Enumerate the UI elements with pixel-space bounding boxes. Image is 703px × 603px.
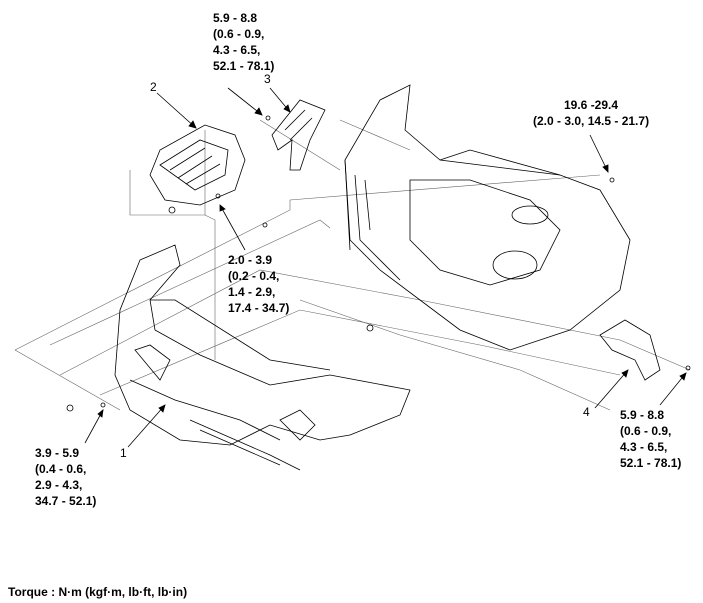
torque-line: (0.4 - 0.6, [35, 462, 87, 476]
torque-line: 4.3 - 6.5, [213, 43, 261, 57]
torque-line: 2.0 - 3.9 [228, 253, 273, 267]
part-number-1: 1 [120, 446, 127, 460]
guide-lines [14, 119, 691, 411]
part-2-cover [149, 124, 246, 214]
part-number-3: 3 [264, 72, 271, 86]
part-4-bracket [599, 319, 691, 381]
fasteners [215, 177, 615, 332]
torque-line: (0.6 - 0.9, [213, 27, 265, 41]
torque-line: 1.4 - 2.9, [228, 285, 276, 299]
torque-line: 34.7 - 52.1) [35, 494, 97, 508]
torque-label-part-3: 5.9 - 8.8 (0.6 - 0.9, 4.3 - 6.5, 52.1 - 78.… [213, 10, 274, 74]
torque-line: 17.4 - 34.7) [228, 301, 290, 315]
leader-lines [84, 87, 687, 448]
torque-label-part-2: 2.0 - 3.9 (0.2 - 0.4, 1.4 - 2.9, 17.4 - 34.… [228, 252, 289, 316]
torque-line: 5.9 - 8.8 [213, 11, 258, 25]
part-3-bracket [265, 99, 326, 171]
part-number-4: 4 [583, 405, 590, 419]
torque-line: 3.9 - 5.9 [35, 446, 80, 460]
torque-line: 5.9 - 8.8 [620, 408, 665, 422]
torque-label-part-1: 3.9 - 5.9 (0.4 - 0.6, 2.9 - 4.3, 34.7 - 52.… [35, 445, 96, 509]
torque-line: 52.1 - 78.1) [620, 456, 682, 470]
torque-line: (0.2 - 0.4, [228, 269, 280, 283]
torque-label-top-right: 19.6 -29.4 (2.0 - 3.0, 14.5 - 21.7) [533, 97, 649, 129]
part-number-2: 2 [150, 80, 157, 94]
torque-line: 2.9 - 4.3, [35, 478, 83, 492]
torque-line: 19.6 -29.4 [564, 98, 619, 112]
torque-units-footer: Torque : N·m (kgf·m, lb·ft, lb·in) [8, 585, 188, 599]
part-1-bumper [66, 244, 411, 471]
torque-line: (0.6 - 0.9, [620, 424, 672, 438]
torque-label-part-4: 5.9 - 8.8 (0.6 - 0.9, 4.3 - 6.5, 52.1 - 78.… [620, 407, 681, 471]
torque-line: (2.0 - 3.0, 14.5 - 21.7) [533, 114, 650, 128]
torque-line: 4.3 - 6.5, [620, 440, 668, 454]
vehicle-body-rear [344, 84, 631, 351]
torque-line: 52.1 - 78.1) [213, 59, 275, 73]
